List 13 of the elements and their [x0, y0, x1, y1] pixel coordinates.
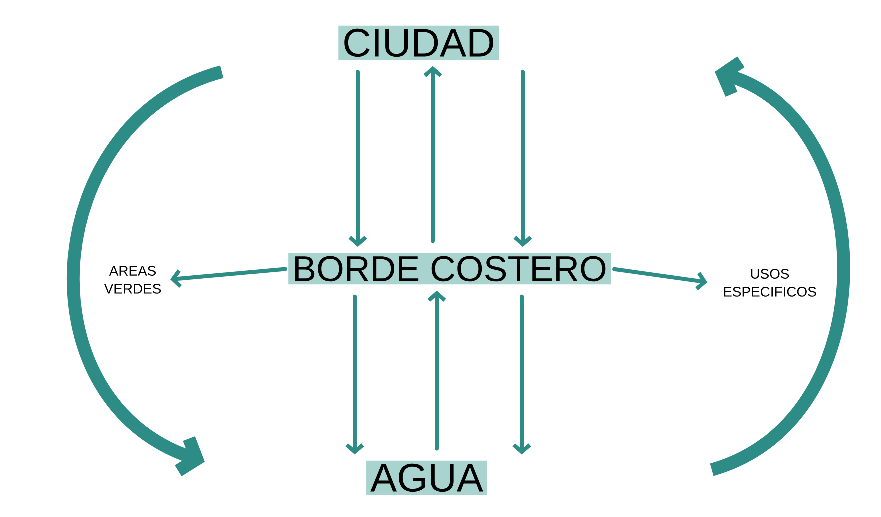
- label-text: AREAS VERDES: [104, 266, 162, 294]
- arrow: [170, 267, 288, 288]
- title-box: CIUDAD: [338, 26, 500, 60]
- arrow: [348, 70, 368, 248]
- arrow: [512, 294, 532, 455]
- arrow: [612, 267, 708, 290]
- title-box: AGUA: [366, 460, 488, 496]
- arrow: [424, 66, 442, 244]
- label-text: USOS ESPECIFICOS: [724, 269, 816, 297]
- arrow: [428, 290, 446, 451]
- arrow: [514, 70, 532, 248]
- title-box: BORDE COSTERO: [288, 253, 612, 285]
- arrow: [346, 294, 364, 455]
